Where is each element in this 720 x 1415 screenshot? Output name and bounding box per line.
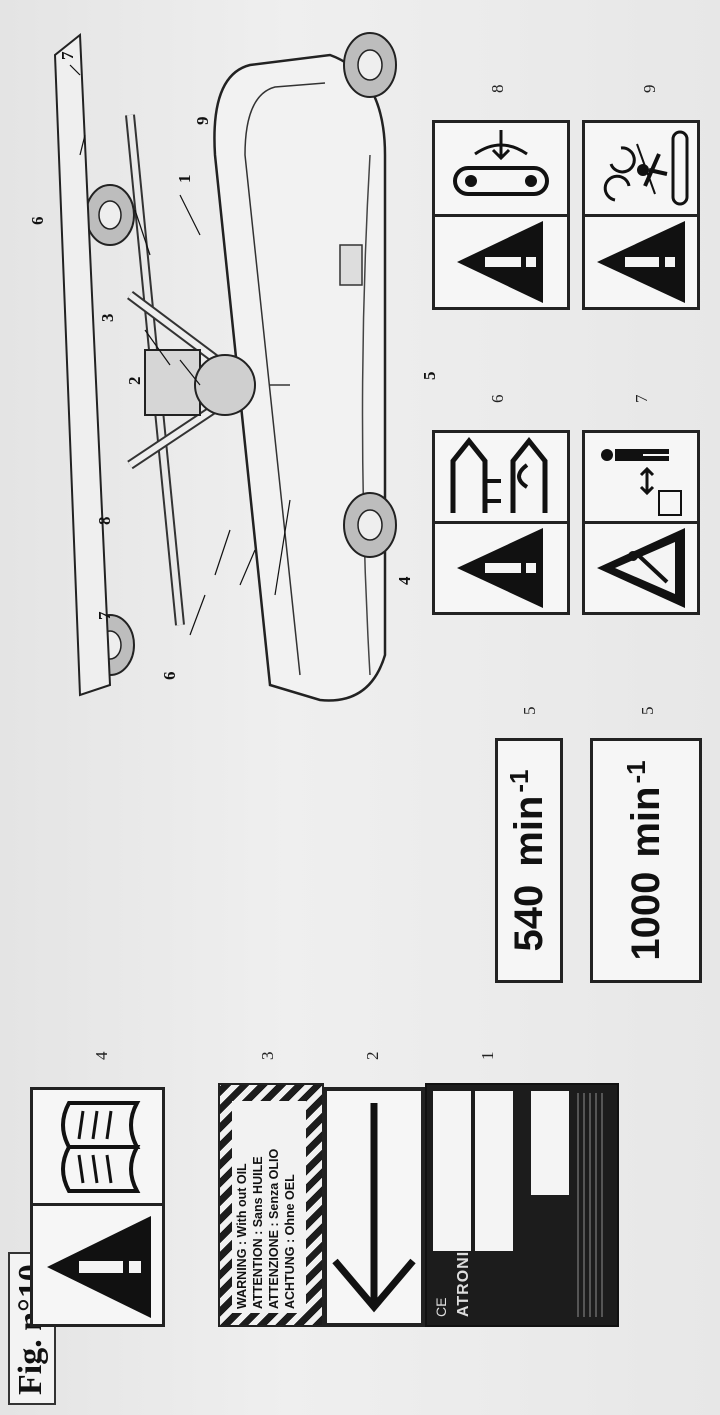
mower-deck-drawing	[53, 32, 397, 702]
warning-triangle-icon	[47, 1216, 151, 1318]
person-distance-icon	[601, 449, 682, 516]
callout-7-deck: 7	[95, 611, 114, 621]
rpm-1000-value: 1000	[623, 871, 668, 961]
belt-pinch-icon	[453, 130, 549, 196]
decal-number-1: 1	[478, 1051, 497, 1061]
thrown-object-warning-icon	[597, 528, 685, 608]
plate-field-3	[531, 1091, 569, 1195]
decal-number-2: 2	[363, 1051, 382, 1061]
safety-distance-pictogram-panel	[585, 433, 697, 521]
rpm-540-unit: min	[506, 795, 551, 867]
plate-fine-print	[577, 1093, 607, 1317]
callout-4: 4	[395, 576, 414, 586]
rear-right-wheel	[343, 32, 397, 98]
rotating-parts-icon	[603, 130, 689, 206]
decal-number-5a: 5	[520, 706, 539, 716]
rotating-parts-decal	[582, 120, 700, 310]
oil-warning-line-en: WARNING : With out OIL	[235, 1163, 249, 1309]
belt-hazard-pictogram-panel	[435, 122, 567, 214]
decal-number-3: 3	[258, 1051, 277, 1061]
callout-2: 2	[125, 376, 144, 386]
arrow-left-icon	[332, 1103, 416, 1313]
read-manual-book-panel	[33, 1090, 162, 1203]
callout-5: 5	[420, 371, 439, 381]
warning-triangle-icon	[597, 221, 685, 303]
ce-mark: CE	[433, 1297, 449, 1317]
blade-hazard-warning-panel	[435, 521, 567, 612]
oil-warning-line-it: ATTENZIONE : Senza OLIO	[267, 1148, 281, 1309]
plate-field-1	[433, 1091, 471, 1251]
decal-number-5b: 5	[638, 706, 657, 716]
front-right-wheel	[85, 184, 135, 246]
blade-hazard-pictogram-panel	[435, 433, 567, 521]
warning-triangle-icon	[457, 221, 543, 303]
belt-hazard-warning-panel	[435, 214, 567, 307]
rpm-540-value: 540	[506, 884, 551, 952]
warning-triangle-icon	[457, 528, 543, 608]
rotating-parts-warning-panel	[585, 214, 697, 307]
blade-hazard-decal	[432, 430, 570, 615]
read-manual-warning-panel	[33, 1203, 162, 1324]
decal-number-7: 7	[632, 394, 651, 404]
decal-number-9: 9	[640, 84, 659, 94]
callout-6-deflector: 6	[28, 216, 47, 226]
rotating-blade-icon	[450, 436, 548, 513]
callout-6-deck: 6	[160, 671, 179, 681]
oil-warning-line-de: ACHTUNG : Ohne OEL	[283, 1174, 297, 1309]
callout-3: 3	[98, 313, 117, 323]
callout-8: 8	[95, 516, 114, 526]
callout-7-deflector: 7	[58, 51, 77, 61]
plate-field-2	[475, 1091, 513, 1251]
rotating-parts-pictogram-panel	[585, 122, 697, 214]
safety-distance-decal	[582, 430, 700, 615]
rpm-1000-unit: min	[623, 786, 668, 858]
belt-hazard-decal	[432, 120, 570, 310]
rpm-1000-exponent: -1	[620, 760, 651, 784]
callout-1: 1	[175, 174, 194, 184]
safety-distance-warning-panel	[585, 521, 697, 612]
brand-logo: ATRONI	[455, 1250, 472, 1317]
oil-warning-text-panel: WARNING : With out OIL ATTENTION : Sans …	[232, 1101, 306, 1313]
open-book-icon	[61, 1101, 141, 1193]
oil-warning-decal: WARNING : With out OIL ATTENTION : Sans …	[218, 1083, 324, 1327]
rpm-540-decal: 540 min -1	[495, 738, 563, 983]
callout-9: 9	[193, 116, 212, 126]
oil-warning-line-fr: ATTENTION : Sans HUILE	[251, 1156, 265, 1309]
decal-number-6: 6	[488, 394, 507, 404]
direction-arrow-decal	[323, 1087, 425, 1327]
rpm-1000-decal: 1000 min -1	[590, 738, 702, 983]
decal-number-4: 4	[92, 1051, 111, 1061]
read-manual-decal	[30, 1087, 165, 1327]
rear-left-wheel	[343, 492, 397, 558]
decal-number-8: 8	[488, 84, 507, 94]
identification-plate-decal: CE ATRONI	[425, 1083, 619, 1327]
rpm-540-exponent: -1	[503, 769, 534, 793]
